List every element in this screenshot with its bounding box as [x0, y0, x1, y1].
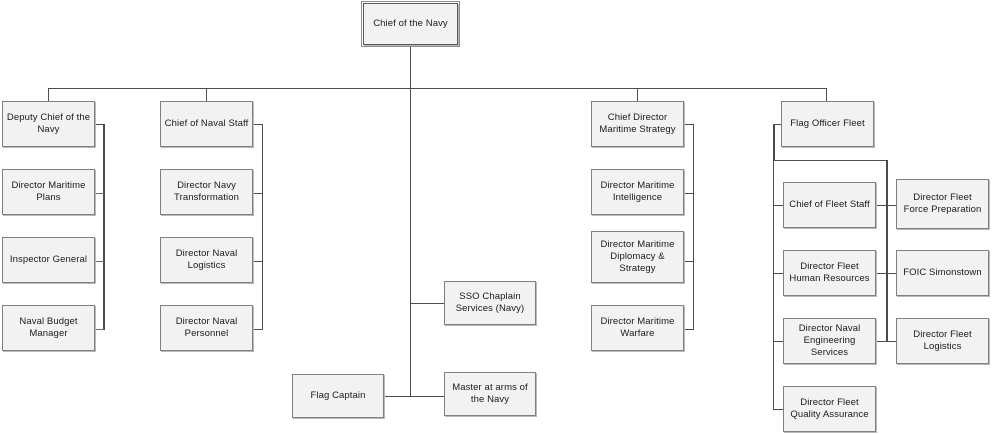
- node-master-at-arms-of-the-navy[interactable]: Master at arms of the Navy: [444, 372, 536, 416]
- connector-col4-right-child3: [877, 341, 896, 342]
- node-inspector-general[interactable]: Inspector General: [2, 237, 95, 283]
- node-label: Director Fleet Quality Assurance: [790, 397, 869, 420]
- connector-col3-child3: [684, 329, 694, 330]
- node-flag-officer-fleet[interactable]: Flag Officer Fleet: [781, 101, 874, 147]
- connector-col4-left-spine: [773, 160, 774, 410]
- node-label: Chief Director Maritime Strategy: [599, 112, 676, 135]
- node-chief-of-the-navy[interactable]: Chief of the Navy: [361, 1, 460, 47]
- connector-col4-right-spine: [886, 160, 888, 341]
- node-label: Director Maritime Plans: [11, 180, 86, 203]
- node-chief-of-fleet-staff[interactable]: Chief of Fleet Staff: [783, 182, 876, 228]
- node-director-naval-engineering-services[interactable]: Director Naval Engineering Services: [783, 318, 876, 364]
- node-label: Director Fleet Logistics: [913, 329, 972, 352]
- connector-col4-left-child1: [773, 205, 783, 206]
- node-label: Director Fleet Force Preparation: [903, 192, 982, 215]
- node-label: Director Navy Transformation: [174, 180, 239, 203]
- connector-col2-child1: [253, 193, 263, 194]
- node-director-fleet-quality-assurance[interactable]: Director Fleet Quality Assurance: [783, 386, 876, 432]
- node-label: Naval Budget Manager: [19, 316, 78, 339]
- connector-col4-right-child1: [877, 205, 896, 206]
- node-chief-director-maritime-strategy[interactable]: Chief Director Maritime Strategy: [591, 101, 684, 147]
- connector-col3-child1: [684, 193, 694, 194]
- connector-col1-child1: [94, 193, 104, 194]
- node-label: Director Maritime Diplomacy & Strategy: [600, 239, 675, 274]
- node-label: Inspector General: [9, 254, 88, 265]
- connector-drop-col1: [48, 88, 49, 101]
- node-label: Master at arms of the Navy: [452, 382, 528, 405]
- connector-col2-child3: [253, 329, 263, 330]
- node-label: Chief of Fleet Staff: [789, 199, 870, 210]
- node-director-naval-personnel[interactable]: Director Naval Personnel: [160, 305, 253, 351]
- node-chief-of-naval-staff[interactable]: Chief of Naval Staff: [160, 101, 253, 147]
- node-label: Flag Officer Fleet: [790, 118, 865, 129]
- node-label: Director Naval Logistics: [175, 248, 238, 271]
- node-deputy-chief-of-the-navy[interactable]: Deputy Chief of the Navy: [2, 101, 95, 147]
- node-director-navy-transformation[interactable]: Director Navy Transformation: [160, 169, 253, 215]
- connector-col3-spine: [693, 124, 694, 330]
- node-label: Director Fleet Human Resources: [789, 261, 870, 284]
- node-label: Director Maritime Intelligence: [600, 180, 675, 203]
- connector-center-trunk: [410, 88, 411, 397]
- node-director-fleet-human-resources[interactable]: Director Fleet Human Resources: [783, 250, 876, 296]
- node-director-naval-logistics[interactable]: Director Naval Logistics: [160, 237, 253, 283]
- connector-col3-head-stub: [684, 124, 694, 125]
- node-label: Director Maritime Warfare: [600, 316, 675, 339]
- node-label: Chief of Naval Staff: [164, 118, 249, 129]
- connector-col1-head-stub: [94, 124, 104, 125]
- node-sso-chaplain-services-navy[interactable]: SSO Chaplain Services (Navy): [444, 281, 536, 325]
- connector-col2-head-stub: [253, 124, 263, 125]
- connector-col1-child2: [94, 261, 104, 262]
- node-label: FOIC Simonstown: [903, 267, 982, 278]
- node-director-maritime-intelligence[interactable]: Director Maritime Intelligence: [591, 169, 684, 215]
- node-foic-simonstown[interactable]: FOIC Simonstown: [896, 250, 989, 296]
- node-label: Director Naval Engineering Services: [798, 323, 861, 358]
- connector-bottom-row: [384, 396, 444, 397]
- node-label: Deputy Chief of the Navy: [6, 112, 91, 135]
- node-naval-budget-manager[interactable]: Naval Budget Manager: [2, 305, 95, 351]
- node-label: Chief of the Navy: [373, 18, 448, 29]
- node-label: Director Naval Personnel: [175, 316, 238, 339]
- connector-col2-child2: [253, 261, 263, 262]
- node-director-fleet-logistics[interactable]: Director Fleet Logistics: [896, 318, 989, 364]
- node-label: SSO Chaplain Services (Navy): [455, 291, 525, 314]
- connector-col4-left-child3: [773, 341, 783, 342]
- connector-main-trunk: [48, 88, 827, 89]
- connector-col3-child2: [684, 261, 694, 262]
- node-director-maritime-diplomacy-strategy[interactable]: Director Maritime Diplomacy & Strategy: [591, 231, 684, 283]
- node-director-maritime-plans[interactable]: Director Maritime Plans: [2, 169, 95, 215]
- connector-drop-col3: [637, 88, 638, 101]
- node-director-maritime-warfare[interactable]: Director Maritime Warfare: [591, 305, 684, 351]
- node-flag-captain[interactable]: Flag Captain: [292, 374, 384, 418]
- connector-col4-head-stub: [773, 124, 783, 125]
- connector-root-down: [410, 46, 411, 88]
- connector-col1-spine: [103, 124, 105, 330]
- node-director-fleet-force-preparation[interactable]: Director Fleet Force Preparation: [896, 179, 989, 229]
- connector-col1-child3: [94, 329, 104, 330]
- connector-drop-col4: [826, 88, 827, 101]
- connector-col4-left-child4: [773, 409, 783, 410]
- connector-col2-spine: [262, 124, 263, 330]
- connector-col4-left-child2: [773, 273, 783, 274]
- connector-drop-col2: [206, 88, 207, 101]
- connector-col4-head-drop: [773, 124, 775, 161]
- node-label: Flag Captain: [310, 390, 366, 401]
- connector-sso-chaplain: [410, 303, 444, 304]
- connector-col4-split: [773, 160, 887, 161]
- connector-col4-right-child2: [877, 273, 896, 274]
